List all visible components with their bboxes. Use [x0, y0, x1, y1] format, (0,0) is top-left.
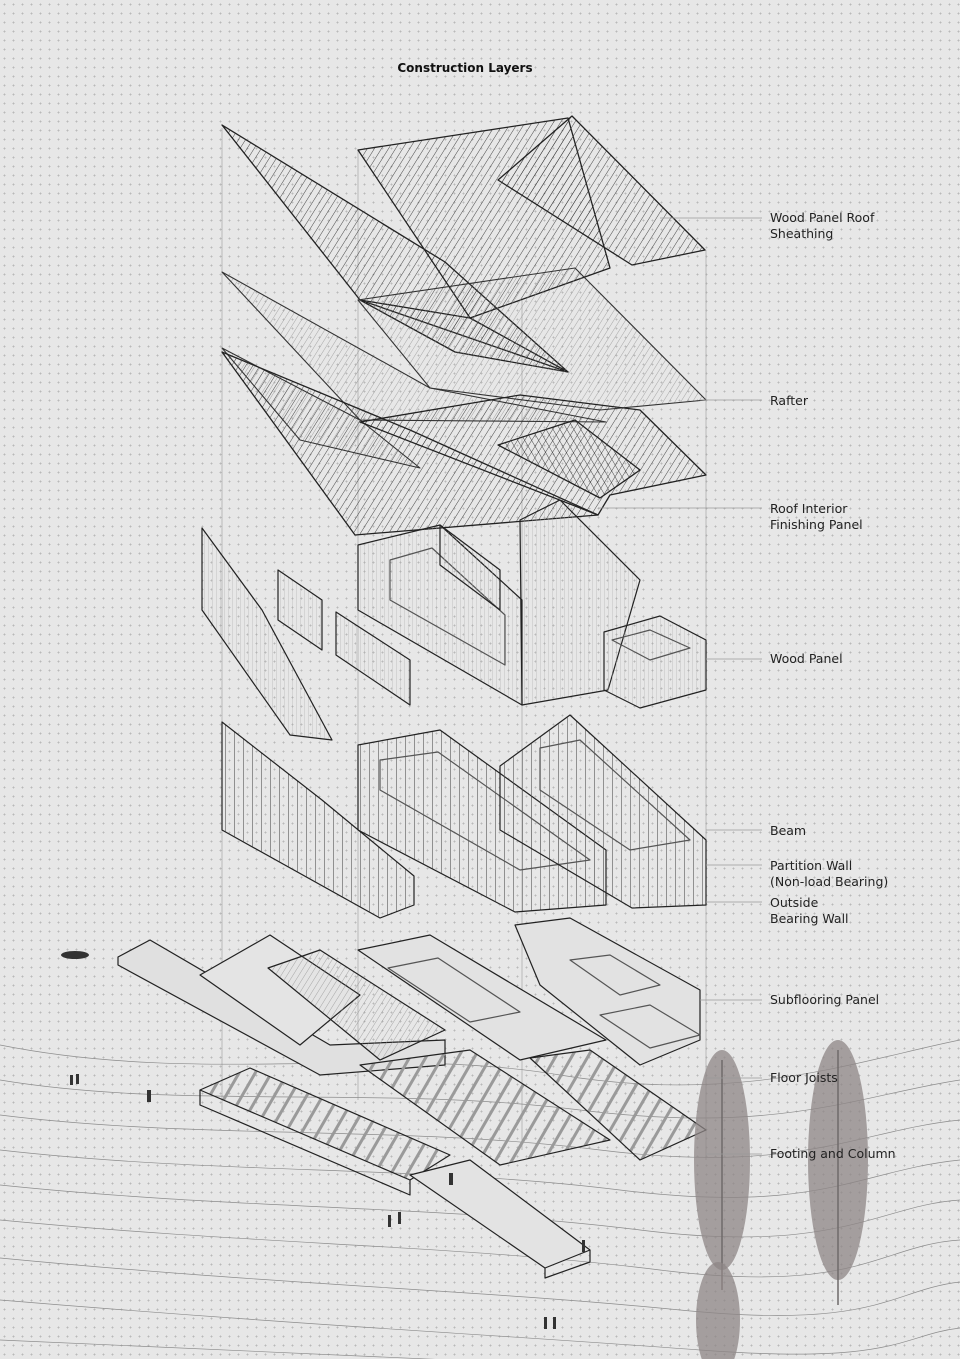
wall-frame-layer — [221, 714, 707, 919]
label-subflooring: Subflooring Panel — [770, 992, 880, 1007]
label-outside-wall: Outside Bearing Wall — [770, 895, 849, 926]
wood-panel-layer — [201, 499, 707, 741]
leader-lines — [598, 217, 762, 1155]
tree-group — [694, 1040, 868, 1359]
boat-figure — [61, 951, 89, 959]
floor-joists-layer — [199, 1049, 707, 1196]
diagram-title: Construction Layers — [397, 61, 533, 75]
label-partition-wall: Partition Wall (Non-load Bearing) — [770, 858, 889, 889]
label-wood-panel: Wood Panel — [770, 651, 843, 666]
footing-layer — [409, 1159, 591, 1279]
label-beam: Beam — [770, 823, 807, 838]
label-floor-joists: Floor Joists — [770, 1070, 838, 1085]
label-roof-sheathing: Wood Panel Roof Sheathing — [770, 210, 875, 241]
label-rafter: Rafter — [770, 393, 808, 408]
tree-2 — [808, 1040, 868, 1305]
label-roof-interior: Roof Interior Finishing Panel — [770, 501, 863, 532]
tree-3 — [696, 1262, 740, 1359]
tree-1 — [694, 1050, 750, 1290]
subflooring-layer — [117, 917, 701, 1076]
roof-interior-layer — [221, 351, 707, 536]
label-footing: Footing and Column — [770, 1146, 896, 1161]
scale-figures — [61, 951, 585, 1329]
